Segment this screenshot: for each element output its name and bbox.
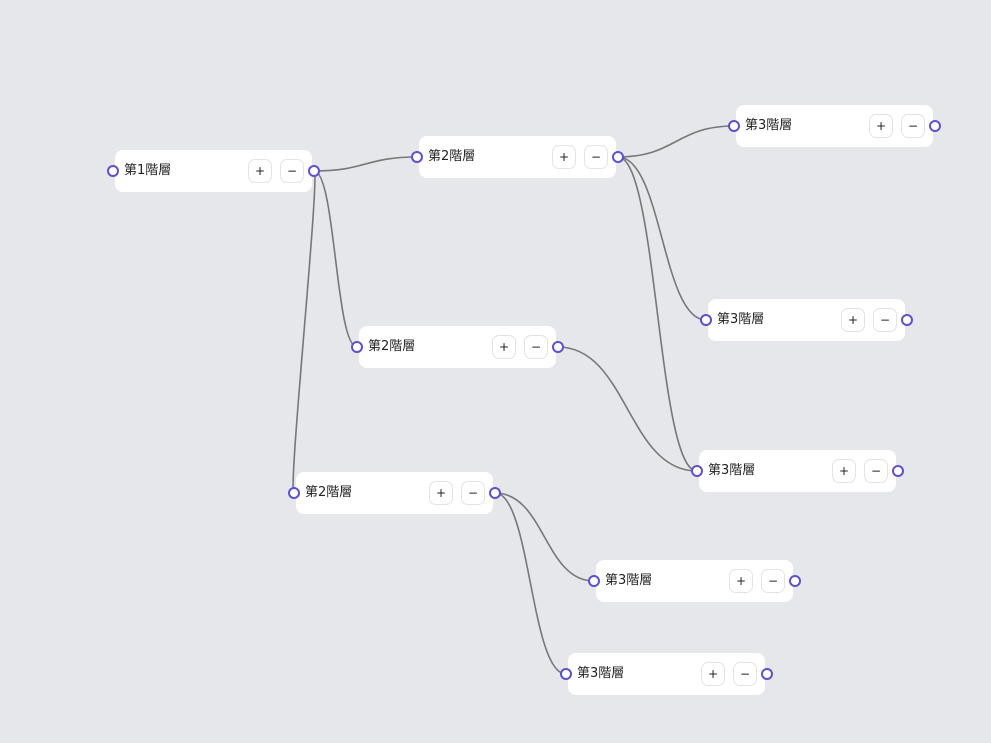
node-n1[interactable]: 第1階層 + − [107,150,320,192]
node-label: 第3階層 [708,463,756,478]
remove-node-button[interactable]: − [873,308,897,332]
node-n3e[interactable]: 第3階層 + − [560,653,773,695]
remove-node-button[interactable]: − [280,159,304,183]
node-label: 第3階層 [717,312,765,327]
input-handle[interactable] [700,314,712,326]
node-label: 第3階層 [577,666,625,681]
add-child-button[interactable]: + [701,662,725,686]
output-handle[interactable] [308,165,320,177]
node-label: 第1階層 [124,163,172,178]
remove-node-button[interactable]: − [584,145,608,169]
output-handle[interactable] [489,487,501,499]
edge-n2c-n3e[interactable] [494,492,567,675]
edge-n1-n2a[interactable] [313,156,418,172]
edge-n2a-n3c[interactable] [617,156,698,472]
output-handle[interactable] [901,314,913,326]
output-handle[interactable] [929,120,941,132]
node-label: 第3階層 [605,573,653,588]
edge-n2c-n3d[interactable] [494,492,595,582]
input-handle[interactable] [560,668,572,680]
edge-n2a-n3a[interactable] [617,125,735,158]
remove-node-button[interactable]: − [901,114,925,138]
remove-node-button[interactable]: − [733,662,757,686]
add-child-button[interactable]: + [841,308,865,332]
add-child-button[interactable]: + [492,335,516,359]
node-n3c[interactable]: 第3階層 + − [691,450,904,492]
remove-node-button[interactable]: − [761,569,785,593]
remove-node-button[interactable]: − [864,459,888,483]
node-n3b[interactable]: 第3階層 + − [700,299,913,341]
edge-n1-n2c[interactable] [292,170,316,494]
input-handle[interactable] [288,487,300,499]
node-label: 第2階層 [368,339,416,354]
input-handle[interactable] [107,165,119,177]
input-handle[interactable] [588,575,600,587]
node-n2a[interactable]: 第2階層 + − [411,136,624,178]
edge-n2a-n3b[interactable] [617,156,707,321]
output-handle[interactable] [761,668,773,680]
input-handle[interactable] [351,341,363,353]
edge-n2b-n3c[interactable] [557,346,698,472]
remove-node-button[interactable]: − [524,335,548,359]
add-child-button[interactable]: + [429,481,453,505]
remove-node-button[interactable]: − [461,481,485,505]
input-handle[interactable] [691,465,703,477]
output-handle[interactable] [612,151,624,163]
add-child-button[interactable]: + [869,114,893,138]
edge-n1-n2b[interactable] [313,170,358,348]
node-label: 第3階層 [745,118,793,133]
input-handle[interactable] [728,120,740,132]
node-label: 第2階層 [305,485,353,500]
node-n2c[interactable]: 第2階層 + − [288,472,501,514]
input-handle[interactable] [411,151,423,163]
add-child-button[interactable]: + [552,145,576,169]
add-child-button[interactable]: + [248,159,272,183]
add-child-button[interactable]: + [832,459,856,483]
output-handle[interactable] [552,341,564,353]
node-n2b[interactable]: 第2階層 + − [351,326,564,368]
output-handle[interactable] [892,465,904,477]
output-handle[interactable] [789,575,801,587]
node-label: 第2階層 [428,149,476,164]
node-n3a[interactable]: 第3階層 + − [728,105,941,147]
add-child-button[interactable]: + [729,569,753,593]
node-n3d[interactable]: 第3階層 + − [588,560,801,602]
